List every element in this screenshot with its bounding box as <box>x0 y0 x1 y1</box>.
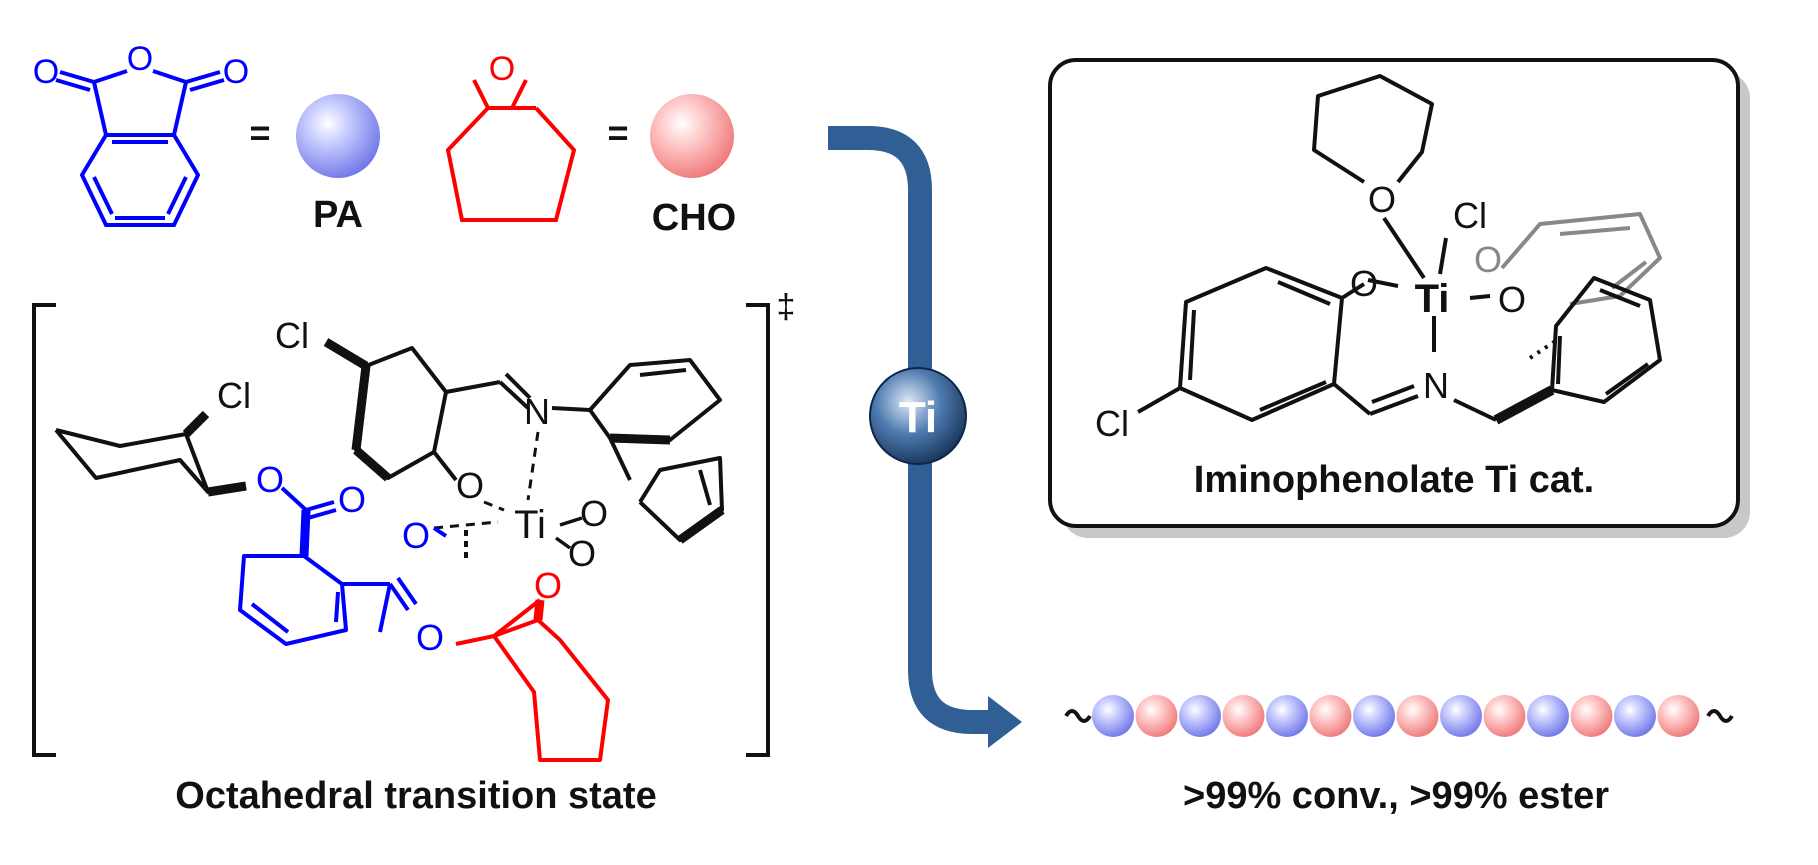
cho-oxygen: O <box>489 50 515 88</box>
catalyst-o-left: O <box>1350 263 1378 304</box>
ts-cl-cyclohexyl: Cl <box>217 375 251 416</box>
ts-chlorocyclohexyl-structure <box>54 410 247 497</box>
catalyst-cl-top: Cl <box>1453 195 1487 236</box>
pa-sphere <box>296 94 380 178</box>
ti-badge <box>869 367 967 465</box>
product-caption: >99% conv., >99% ester <box>1183 775 1609 817</box>
chain-sphere-cho <box>1657 695 1700 737</box>
chain-sphere-cho <box>1570 695 1613 737</box>
chain-sphere-pa <box>1527 695 1569 737</box>
phthalic-anhydride-structure <box>55 69 225 227</box>
catalyst-title: Iminophenolate Ti cat. <box>1194 459 1594 501</box>
ts-o-phenolate-right: O <box>580 493 608 534</box>
ts-ti-direct-bonds <box>554 516 583 550</box>
pa-oxygen-top: O <box>127 40 153 78</box>
cho-equals-sign: = <box>607 112 628 153</box>
chain-sphere-pa <box>1179 695 1221 737</box>
chain-sphere-pa <box>1353 695 1395 737</box>
chain-sphere-cho <box>1396 695 1439 737</box>
cho-sphere <box>650 94 734 178</box>
pa-oxygen-left: O <box>33 53 59 91</box>
ts-o-right: O <box>568 533 596 574</box>
ts-ligand-structure <box>323 338 725 560</box>
cyclohexene-oxide-structure <box>445 79 577 222</box>
cho-label: CHO <box>652 197 736 239</box>
pa-equals-sign: = <box>249 112 270 153</box>
chain-sphere-pa <box>1614 695 1656 737</box>
ts-ti-atom: Ti <box>514 503 546 547</box>
catalyst-ligand-structure <box>1137 216 1662 425</box>
catalyst-box <box>1048 58 1740 528</box>
catalyst-thf-ring <box>1312 74 1434 184</box>
polyester-chain <box>1092 695 1700 737</box>
pa-oxygen-right: O <box>223 53 249 91</box>
chain-sphere-pa <box>1266 695 1308 737</box>
catalyst-o-right: O <box>1498 279 1526 320</box>
transition-state-brackets <box>32 303 770 757</box>
ts-phthalate-structure <box>238 486 448 646</box>
catalyst-o-back: O <box>1474 239 1502 280</box>
reaction-arrowhead <box>988 696 1022 748</box>
ts-o-ester-2: O <box>416 617 444 658</box>
catalyst-n-atom: N <box>1423 365 1449 406</box>
transition-state-dagger: ‡ <box>777 288 796 326</box>
ts-ti-coordination-bonds <box>433 431 540 530</box>
catalyst-ti-atom: Ti <box>1415 277 1450 321</box>
transition-state-title: Octahedral transition state <box>175 775 656 817</box>
chain-end-right <box>1706 709 1734 723</box>
ts-o-carbonyl-1: O <box>338 479 366 520</box>
ts-o-phenolate-left: O <box>456 465 484 506</box>
chain-sphere-cho <box>1309 695 1352 737</box>
catalyst-o-thf: O <box>1368 179 1396 220</box>
chain-end-left <box>1064 709 1092 723</box>
ts-n-atom: N <box>524 391 550 432</box>
ti-badge-label: Ti <box>899 393 937 442</box>
ts-o-ester-1: O <box>256 459 284 500</box>
ts-epoxide-structure <box>455 598 610 762</box>
chain-sphere-pa <box>1092 695 1134 737</box>
ts-o-epoxide: O <box>534 565 562 606</box>
ts-o-carbonyl-2: O <box>402 515 430 556</box>
catalyst-back-ring <box>1500 212 1662 306</box>
ts-cl-top: Cl <box>275 315 309 356</box>
catalyst-cl-ring: Cl <box>1095 403 1129 444</box>
pa-label: PA <box>313 194 363 236</box>
chain-sphere-cho <box>1135 695 1178 737</box>
chain-sphere-pa <box>1440 695 1482 737</box>
chain-sphere-cho <box>1483 695 1526 737</box>
chain-sphere-cho <box>1222 695 1265 737</box>
